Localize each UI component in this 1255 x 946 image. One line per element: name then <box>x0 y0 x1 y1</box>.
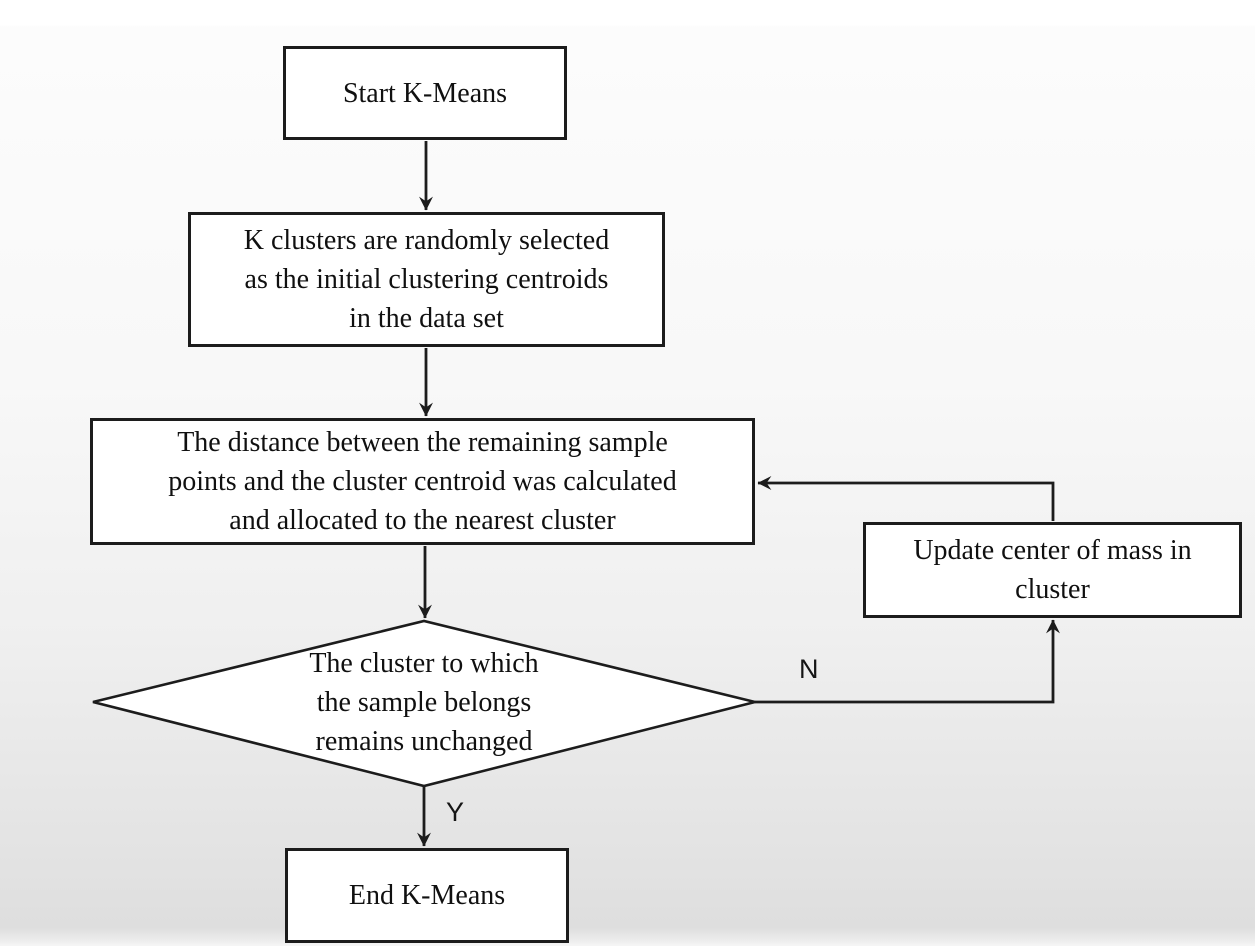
node-end: End K-Means <box>285 848 569 943</box>
edge-label-yes: Y <box>446 797 465 827</box>
node-assign-distance: The distance between the remaining sampl… <box>90 418 755 545</box>
decision-diamond-shape <box>92 619 756 788</box>
edge-decision-to-update-no <box>755 619 1060 704</box>
node-decision-label: The cluster to which the sample belongs … <box>309 648 539 757</box>
edge-update-to-distance-feedback <box>757 476 1055 521</box>
node-start: Start K-Means <box>283 46 567 140</box>
node-update-center: Update center of mass in cluster <box>863 522 1242 618</box>
edge-label-no: N <box>799 654 819 684</box>
node-init-centroids: K clusters are randomly selected as the … <box>188 212 665 347</box>
